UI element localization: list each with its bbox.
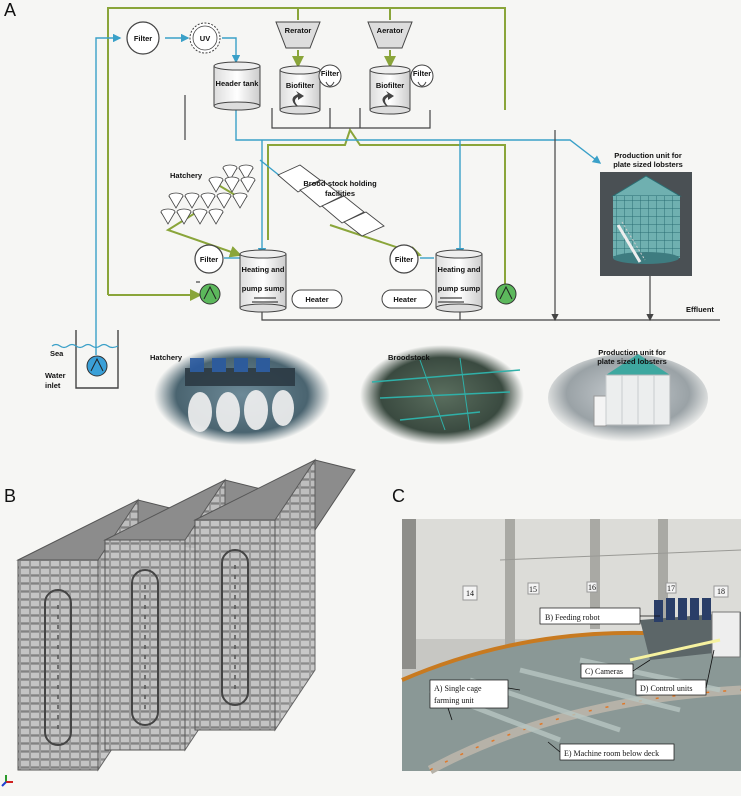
sump-2-label-2: pump sump	[438, 284, 481, 293]
panel-label-b: B	[4, 486, 16, 506]
photo-hatchery	[154, 345, 330, 445]
uv-label: UV	[200, 34, 210, 43]
sump-1-label-2: pump sump	[242, 284, 285, 293]
heater-2-label: Heater	[393, 295, 416, 304]
photo-production-label-1: Production unit for	[598, 348, 666, 357]
sea-label: Sea	[50, 349, 64, 358]
tag-16: 16	[588, 583, 596, 592]
uv-unit	[189, 22, 221, 54]
hatchery-cone	[208, 208, 224, 225]
hatchery-cone	[184, 192, 200, 209]
panel-label-a: A	[4, 0, 16, 20]
biofilter-2	[369, 65, 411, 115]
sump-2-filter-label: Filter	[395, 255, 413, 264]
aerator-2-label: Aerator	[377, 26, 404, 35]
biofilter-2-filter	[410, 64, 434, 88]
photo-hatchery-label: Hatchery	[150, 353, 183, 362]
heater-1	[291, 289, 343, 309]
photo-production-label-2: plate sized lobsters	[597, 357, 667, 366]
heater-2	[381, 289, 433, 309]
biofilter-1-filter-label: Filter	[321, 69, 339, 78]
hatchery-cone	[200, 192, 216, 209]
label-machine-room: E) Machine room below deck	[564, 749, 659, 758]
biofilter-1-label: Biofilter	[286, 81, 314, 90]
broodstock-label-1: Brood-stock holding	[303, 179, 377, 188]
hatchery-cone	[222, 164, 238, 181]
hatchery-cone	[176, 208, 192, 225]
tag-17: 17	[667, 584, 675, 593]
tag-18: 18	[717, 587, 725, 596]
flow-diagram: Filter UV Header tank Rerator Aerator Bi…	[45, 7, 720, 390]
rack-unit	[103, 478, 266, 752]
production-unit-render	[600, 172, 692, 276]
sump-1	[239, 249, 287, 313]
tag-14: 14	[466, 589, 474, 598]
hatchery-cone	[192, 208, 208, 225]
hatchery-cone	[160, 208, 176, 225]
photo-production-unit	[548, 354, 708, 442]
biofilter-1-filter	[318, 64, 342, 88]
panel-label-c: C	[392, 486, 405, 506]
blue-pipes	[95, 33, 602, 355]
sea-inlet	[51, 330, 119, 389]
photo-broodstock-label: Broodstock	[388, 353, 431, 362]
rack-unit	[193, 458, 356, 732]
header-tank	[213, 61, 261, 111]
hatchery-cones	[160, 164, 256, 225]
sump-1-label-1: Heating and	[242, 265, 285, 274]
farm-photo: 14 15 16 17 18 B) Feeding robot C) Camer…	[401, 519, 741, 774]
sump-1-filter-label: Filter	[200, 255, 218, 264]
pump-1-icon	[199, 283, 221, 305]
hatchery-cone	[232, 192, 248, 209]
filter-top-label: Filter	[134, 34, 152, 43]
water-inlet-label-1: Water	[45, 371, 66, 380]
hatchery-cone	[238, 164, 254, 181]
label-feeding-robot: B) Feeding robot	[545, 613, 600, 622]
hatchery-cone	[224, 176, 240, 193]
photo-broodstock	[360, 345, 524, 445]
sump-2-label-1: Heating and	[438, 265, 481, 274]
label-cage-line1: A) Single cage	[434, 684, 482, 693]
hatchery-cone	[168, 192, 184, 209]
biofilter-2-label: Biofilter	[376, 81, 404, 90]
hatchery-label: Hatchery	[170, 171, 203, 180]
aerator-1	[275, 21, 321, 49]
tag-15: 15	[529, 585, 537, 594]
biofilter-1	[279, 65, 321, 115]
heater-1-label: Heater	[305, 295, 328, 304]
sump-2	[435, 249, 483, 313]
broodstock-label-2: facilities	[325, 189, 355, 198]
production-label-2: plate sized lobsters	[613, 160, 683, 169]
water-inlet-label-2: inlet	[45, 381, 61, 390]
green-pipes	[107, 7, 506, 301]
hatchery-cone	[216, 192, 232, 209]
aerator-2	[367, 21, 413, 49]
return-pipes	[184, 95, 720, 322]
aerator-1-label: Rerator	[285, 26, 312, 35]
effluent-label: Effluent	[686, 305, 714, 314]
cage-rack-render	[16, 458, 356, 772]
pump-2-icon	[495, 283, 517, 305]
axis-triad-icon	[1, 775, 13, 787]
biofilter-2-filter-label: Filter	[413, 69, 431, 78]
hatchery-cone	[240, 176, 256, 193]
label-control-units: D) Control units	[640, 684, 692, 693]
filter-top	[126, 21, 160, 55]
sump-2-filter	[389, 244, 419, 274]
hatchery-cone	[208, 176, 224, 193]
sump-1-filter	[194, 244, 224, 274]
header-tank-label: Header tank	[216, 79, 260, 88]
label-cameras: C) Cameras	[585, 667, 623, 676]
production-label-1: Production unit for	[614, 151, 682, 160]
label-cage-line2: farming unit	[434, 696, 475, 705]
broodstock-trays	[277, 164, 385, 237]
